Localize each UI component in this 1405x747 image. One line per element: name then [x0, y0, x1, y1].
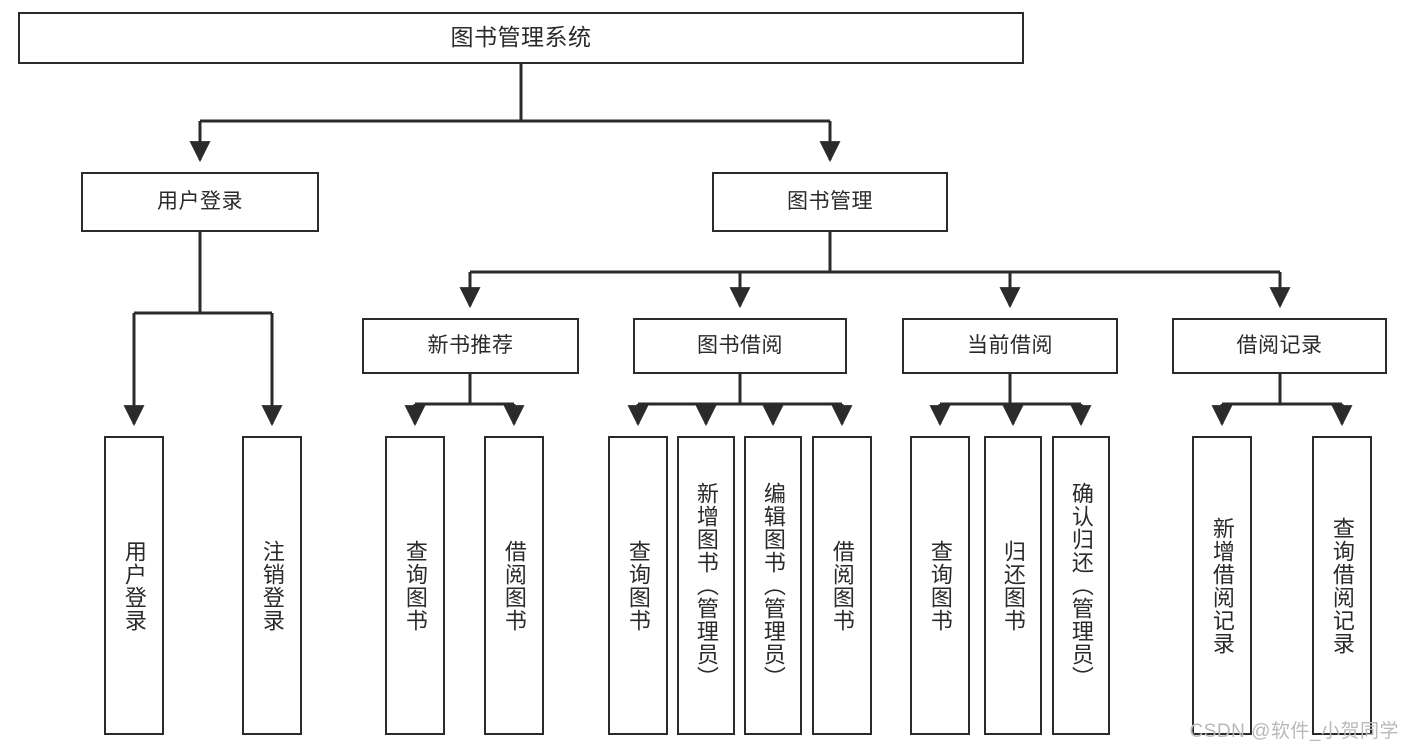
leaf-query-book-2-label: 查询图书 [625, 539, 651, 632]
leaf-return-book-label: 归还图书 [1000, 539, 1026, 632]
leaf-borrow-book-1[interactable]: 借阅图书 [484, 436, 544, 735]
leaf-logout-label: 注销登录 [259, 539, 285, 632]
leaf-add-book[interactable]: 新增图书（管理员） [677, 436, 735, 735]
leaf-edit-book[interactable]: 编辑图书（管理员） [744, 436, 802, 735]
leaf-return-book[interactable]: 归还图书 [984, 436, 1042, 735]
node-borrow-record[interactable]: 借阅记录 [1172, 318, 1387, 374]
node-user-login[interactable]: 用户登录 [81, 172, 319, 232]
leaf-borrow-book-2[interactable]: 借阅图书 [812, 436, 872, 735]
leaf-query-book-1-label: 查询图书 [402, 539, 428, 632]
node-root-label: 图书管理系统 [450, 24, 592, 51]
leaf-borrow-book-1-label: 借阅图书 [501, 539, 527, 632]
leaf-user-login[interactable]: 用户登录 [104, 436, 164, 735]
node-book-manage[interactable]: 图书管理 [712, 172, 948, 232]
node-book-borrow[interactable]: 图书借阅 [633, 318, 847, 374]
csdn-watermark: CSDN @软件_小贺同学 [1189, 721, 1399, 742]
leaf-confirm-return-label: 确认归还（管理员） [1068, 482, 1094, 689]
node-book-borrow-label: 图书借阅 [697, 334, 783, 358]
node-new-book-rec[interactable]: 新书推荐 [362, 318, 579, 374]
node-book-manage-label: 图书管理 [787, 190, 873, 214]
node-new-book-rec-label: 新书推荐 [427, 334, 514, 358]
leaf-confirm-return[interactable]: 确认归还（管理员） [1052, 436, 1110, 735]
leaf-add-record[interactable]: 新增借阅记录 [1192, 436, 1252, 735]
leaf-edit-book-label: 编辑图书（管理员） [760, 482, 786, 689]
leaf-borrow-book-2-label: 借阅图书 [829, 539, 855, 632]
leaf-add-book-label: 新增图书（管理员） [693, 482, 719, 689]
node-user-login-label: 用户登录 [157, 190, 243, 214]
node-current-borrow-label: 当前借阅 [967, 334, 1053, 358]
node-current-borrow[interactable]: 当前借阅 [902, 318, 1118, 374]
leaf-query-book-1[interactable]: 查询图书 [385, 436, 445, 735]
leaf-logout[interactable]: 注销登录 [242, 436, 302, 735]
node-root[interactable]: 图书管理系统 [18, 12, 1024, 64]
leaf-query-record-label: 查询借阅记录 [1329, 516, 1355, 655]
node-borrow-record-label: 借阅记录 [1236, 334, 1323, 358]
leaf-query-record[interactable]: 查询借阅记录 [1312, 436, 1372, 735]
leaf-query-book-3[interactable]: 查询图书 [910, 436, 970, 735]
leaf-query-book-2[interactable]: 查询图书 [608, 436, 668, 735]
leaf-add-record-label: 新增借阅记录 [1209, 516, 1235, 655]
leaf-query-book-3-label: 查询图书 [927, 539, 953, 632]
leaf-user-login-label: 用户登录 [121, 539, 147, 632]
